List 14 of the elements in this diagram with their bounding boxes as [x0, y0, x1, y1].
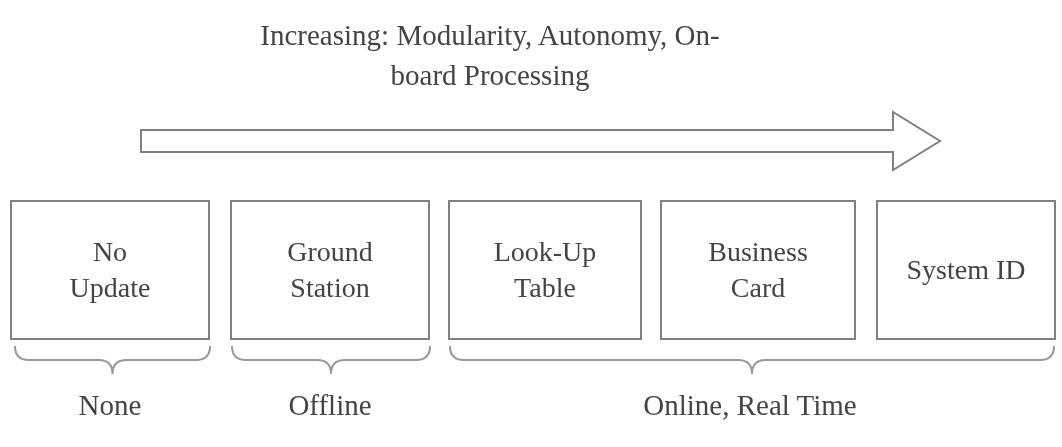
direction-label: Increasing: Modularity, Autonomy, On-board Processing [259, 18, 721, 93]
box-label: System ID [906, 253, 1026, 287]
box-label: Look-Up Table [492, 235, 598, 305]
process-box [230, 200, 430, 340]
brace-label: None [77, 388, 143, 423]
process-box [10, 200, 210, 340]
process-box [660, 200, 856, 340]
box-label: No Update [68, 235, 152, 305]
brace-label: Online, Real Time [642, 388, 858, 423]
box-label: Business Card [707, 235, 809, 305]
process-box [876, 200, 1056, 340]
box-label: Ground Station [286, 235, 374, 305]
brace-label: Offline [287, 388, 373, 423]
process-box [448, 200, 642, 340]
